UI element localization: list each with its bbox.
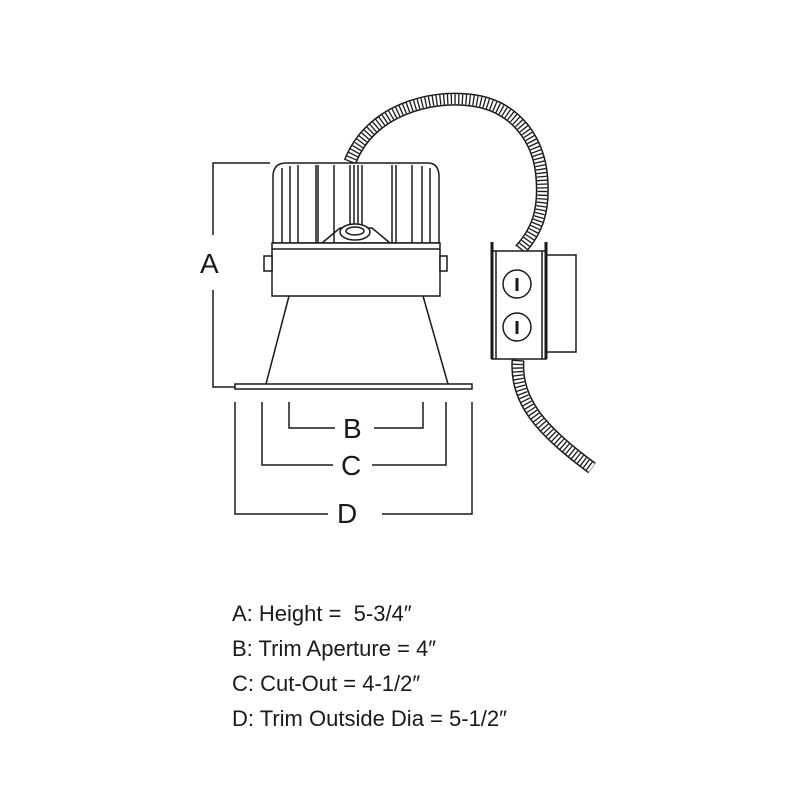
dimension-specs: A: Height = 5-3/4″ B: Trim Aperture = 4″… [232,596,507,736]
dimension-label-d: D [337,498,358,529]
dimension-label-a: A [200,248,219,279]
heatsink [272,162,440,244]
spec-cut-out: C: Cut-Out = 4-1/2″ [232,671,421,696]
reflector-cone [265,295,449,385]
spec-height: A: Height = 5-3/4″ [232,601,412,626]
dimension-label-b: B [343,413,362,444]
dimension-label-c: C [341,450,362,481]
housing-band [271,242,441,297]
dimension-c [261,402,447,466]
trim-flange [234,383,473,390]
flexible-conduit [343,92,596,474]
dimension-a [212,162,270,388]
junction-box [490,242,577,360]
mounting-nub-right [439,255,448,272]
spec-trim-outside-dia: D: Trim Outside Dia = 5-1/2″ [232,706,507,731]
knockout-icon [502,269,532,299]
spec-trim-aperture: B: Trim Aperture = 4″ [232,636,437,661]
knockout-icon [502,312,532,342]
dimension-d [234,402,473,515]
mounting-nub-left [263,255,273,272]
dimension-b [288,402,424,429]
